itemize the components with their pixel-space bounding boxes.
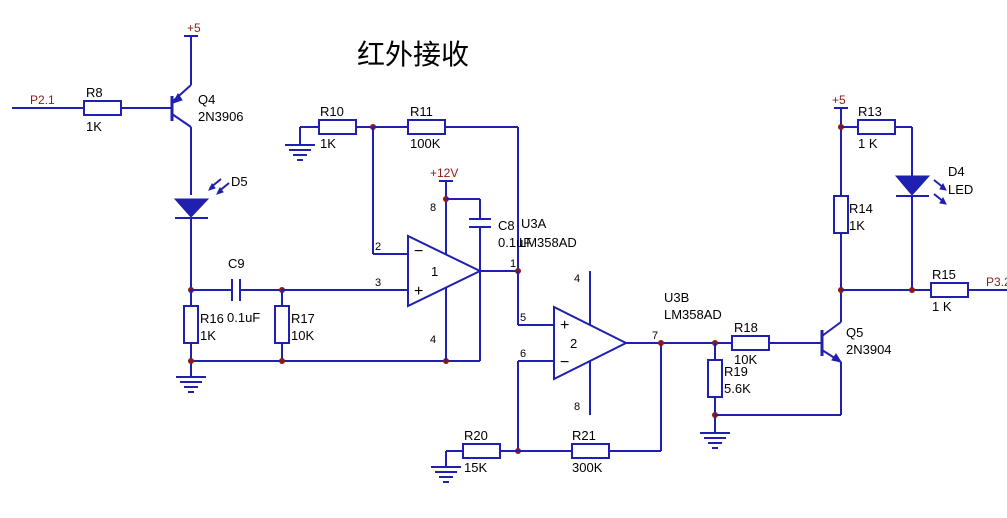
u3a-minus-sign: −: [414, 243, 423, 260]
resistor-r8: R8 1K: [83, 85, 172, 134]
junction: [188, 358, 194, 364]
ground-symbol-r10: [285, 127, 315, 161]
u3a-ref: U3A: [521, 216, 547, 231]
resistor-r19: R19 5.6K: [707, 343, 751, 433]
resistor-r13: R13 1 K: [841, 104, 913, 176]
capacitor-c8: C8 0.1uF: [446, 198, 531, 271]
u3a-plus-sign: +: [414, 283, 423, 300]
u3a-pin-8: 8: [430, 202, 436, 214]
c8-ref: C8: [498, 218, 515, 233]
u3b-pin-8: 8: [574, 401, 580, 413]
r21-value: 300K: [572, 460, 603, 475]
u3b-pin-4: 4: [574, 273, 580, 285]
r15-value: 1 K: [932, 299, 952, 314]
r18-value: 10K: [734, 352, 757, 367]
resistor-r17: R17 10K: [274, 290, 315, 361]
d4-value: LED: [948, 182, 973, 197]
r10-ref: R10: [320, 104, 344, 119]
u3b-pin-7: 7: [652, 330, 658, 342]
r11-ref: R11: [410, 104, 433, 119]
photodiode-d5: D5: [173, 174, 248, 290]
q4-ref: Q4: [198, 92, 215, 107]
r19-value: 5.6K: [724, 381, 751, 396]
r14-ref: R14: [849, 201, 873, 216]
resistor-r21: R21 300K: [518, 343, 662, 475]
u3a-unit: 1: [431, 264, 438, 279]
d4-ref: D4: [948, 164, 965, 179]
u3b-pin-5: 5: [520, 312, 526, 324]
r8-ref: R8: [86, 85, 103, 100]
ground-symbol-r20: [431, 451, 461, 483]
r11-value: 100K: [410, 136, 441, 151]
led-d4: D4 LED: [894, 164, 973, 290]
u3b-type: LM358AD: [664, 307, 722, 322]
q4-type: 2N3906: [198, 109, 244, 124]
r14-value: 1K: [849, 218, 865, 233]
supply-plus5-right: +5: [832, 93, 848, 109]
input-port-p21: P2.1: [12, 93, 84, 109]
q5-ref: Q5: [846, 325, 863, 340]
net-label-plus12v: +12V: [430, 166, 458, 180]
r21-ref: R21: [572, 428, 596, 443]
u3a-pin-4: 4: [430, 334, 436, 346]
u3a-pin-3: 3: [375, 277, 381, 289]
r20-value: 15K: [464, 460, 487, 475]
r13-ref: R13: [858, 104, 882, 119]
ground-symbol-left: [176, 376, 206, 393]
u3b-unit: 2: [570, 336, 577, 351]
r20-ref: R20: [464, 428, 488, 443]
diagram-title: 红外接收: [357, 38, 469, 71]
u3a-type: LM358AD: [519, 235, 577, 250]
net-label-p32: P3.2: [986, 275, 1007, 289]
junction: [279, 358, 285, 364]
opamp-u3a: − + 1 U3A LM358AD: [407, 216, 577, 308]
capacitor-c9: C9 0.1uF: [191, 256, 282, 325]
resistor-r20: R20 15K: [446, 428, 518, 475]
resistor-r18: R18 10K: [731, 320, 822, 367]
resistor-r16: R16 1K: [183, 290, 224, 377]
u3b-pin-6: 6: [520, 348, 526, 360]
u3b-plus-sign: +: [560, 317, 569, 334]
u3a-pin-1: 1: [510, 258, 516, 270]
r17-value: 10K: [291, 328, 314, 343]
supply-plus5-left: +5: [184, 21, 201, 37]
junction: [658, 340, 664, 346]
transistor-q5: Q5 2N3904: [820, 290, 892, 363]
d5-ref: D5: [231, 174, 248, 189]
r16-value: 1K: [200, 328, 216, 343]
resistor-r15: R15 1 K: [930, 267, 1007, 314]
q5-type: 2N3904: [846, 342, 892, 357]
net-label-p21: P2.1: [30, 93, 55, 107]
r10-value: 1K: [320, 136, 336, 151]
r13-value: 1 K: [858, 136, 878, 151]
opamp-u3b: + − 2 U3B LM358AD: [553, 290, 722, 381]
transistor-q4: Q4 2N3906: [170, 36, 244, 195]
junction: [909, 287, 915, 293]
r8-value: 1K: [86, 119, 102, 134]
u3b-minus-sign: −: [560, 354, 569, 371]
resistor-r10: R10 1K: [300, 104, 373, 151]
c8-value: 0.1uF: [498, 235, 531, 250]
resistor-r11: R11 100K: [373, 104, 519, 271]
u3a-pin-2: 2: [375, 241, 381, 253]
net-label-plus5-left: +5: [187, 21, 201, 35]
resistor-r14: R14 1K: [833, 195, 873, 290]
r17-ref: R17: [291, 311, 315, 326]
c9-ref: C9: [228, 256, 245, 271]
r16-ref: R16: [200, 311, 224, 326]
ground-symbol-r19: [700, 432, 730, 449]
net-label-plus5-right: +5: [832, 93, 846, 107]
r18-ref: R18: [734, 320, 758, 335]
c9-value: 0.1uF: [227, 310, 260, 325]
r15-ref: R15: [932, 267, 956, 282]
u3b-ref: U3B: [664, 290, 689, 305]
r19-ref: R19: [724, 364, 748, 379]
